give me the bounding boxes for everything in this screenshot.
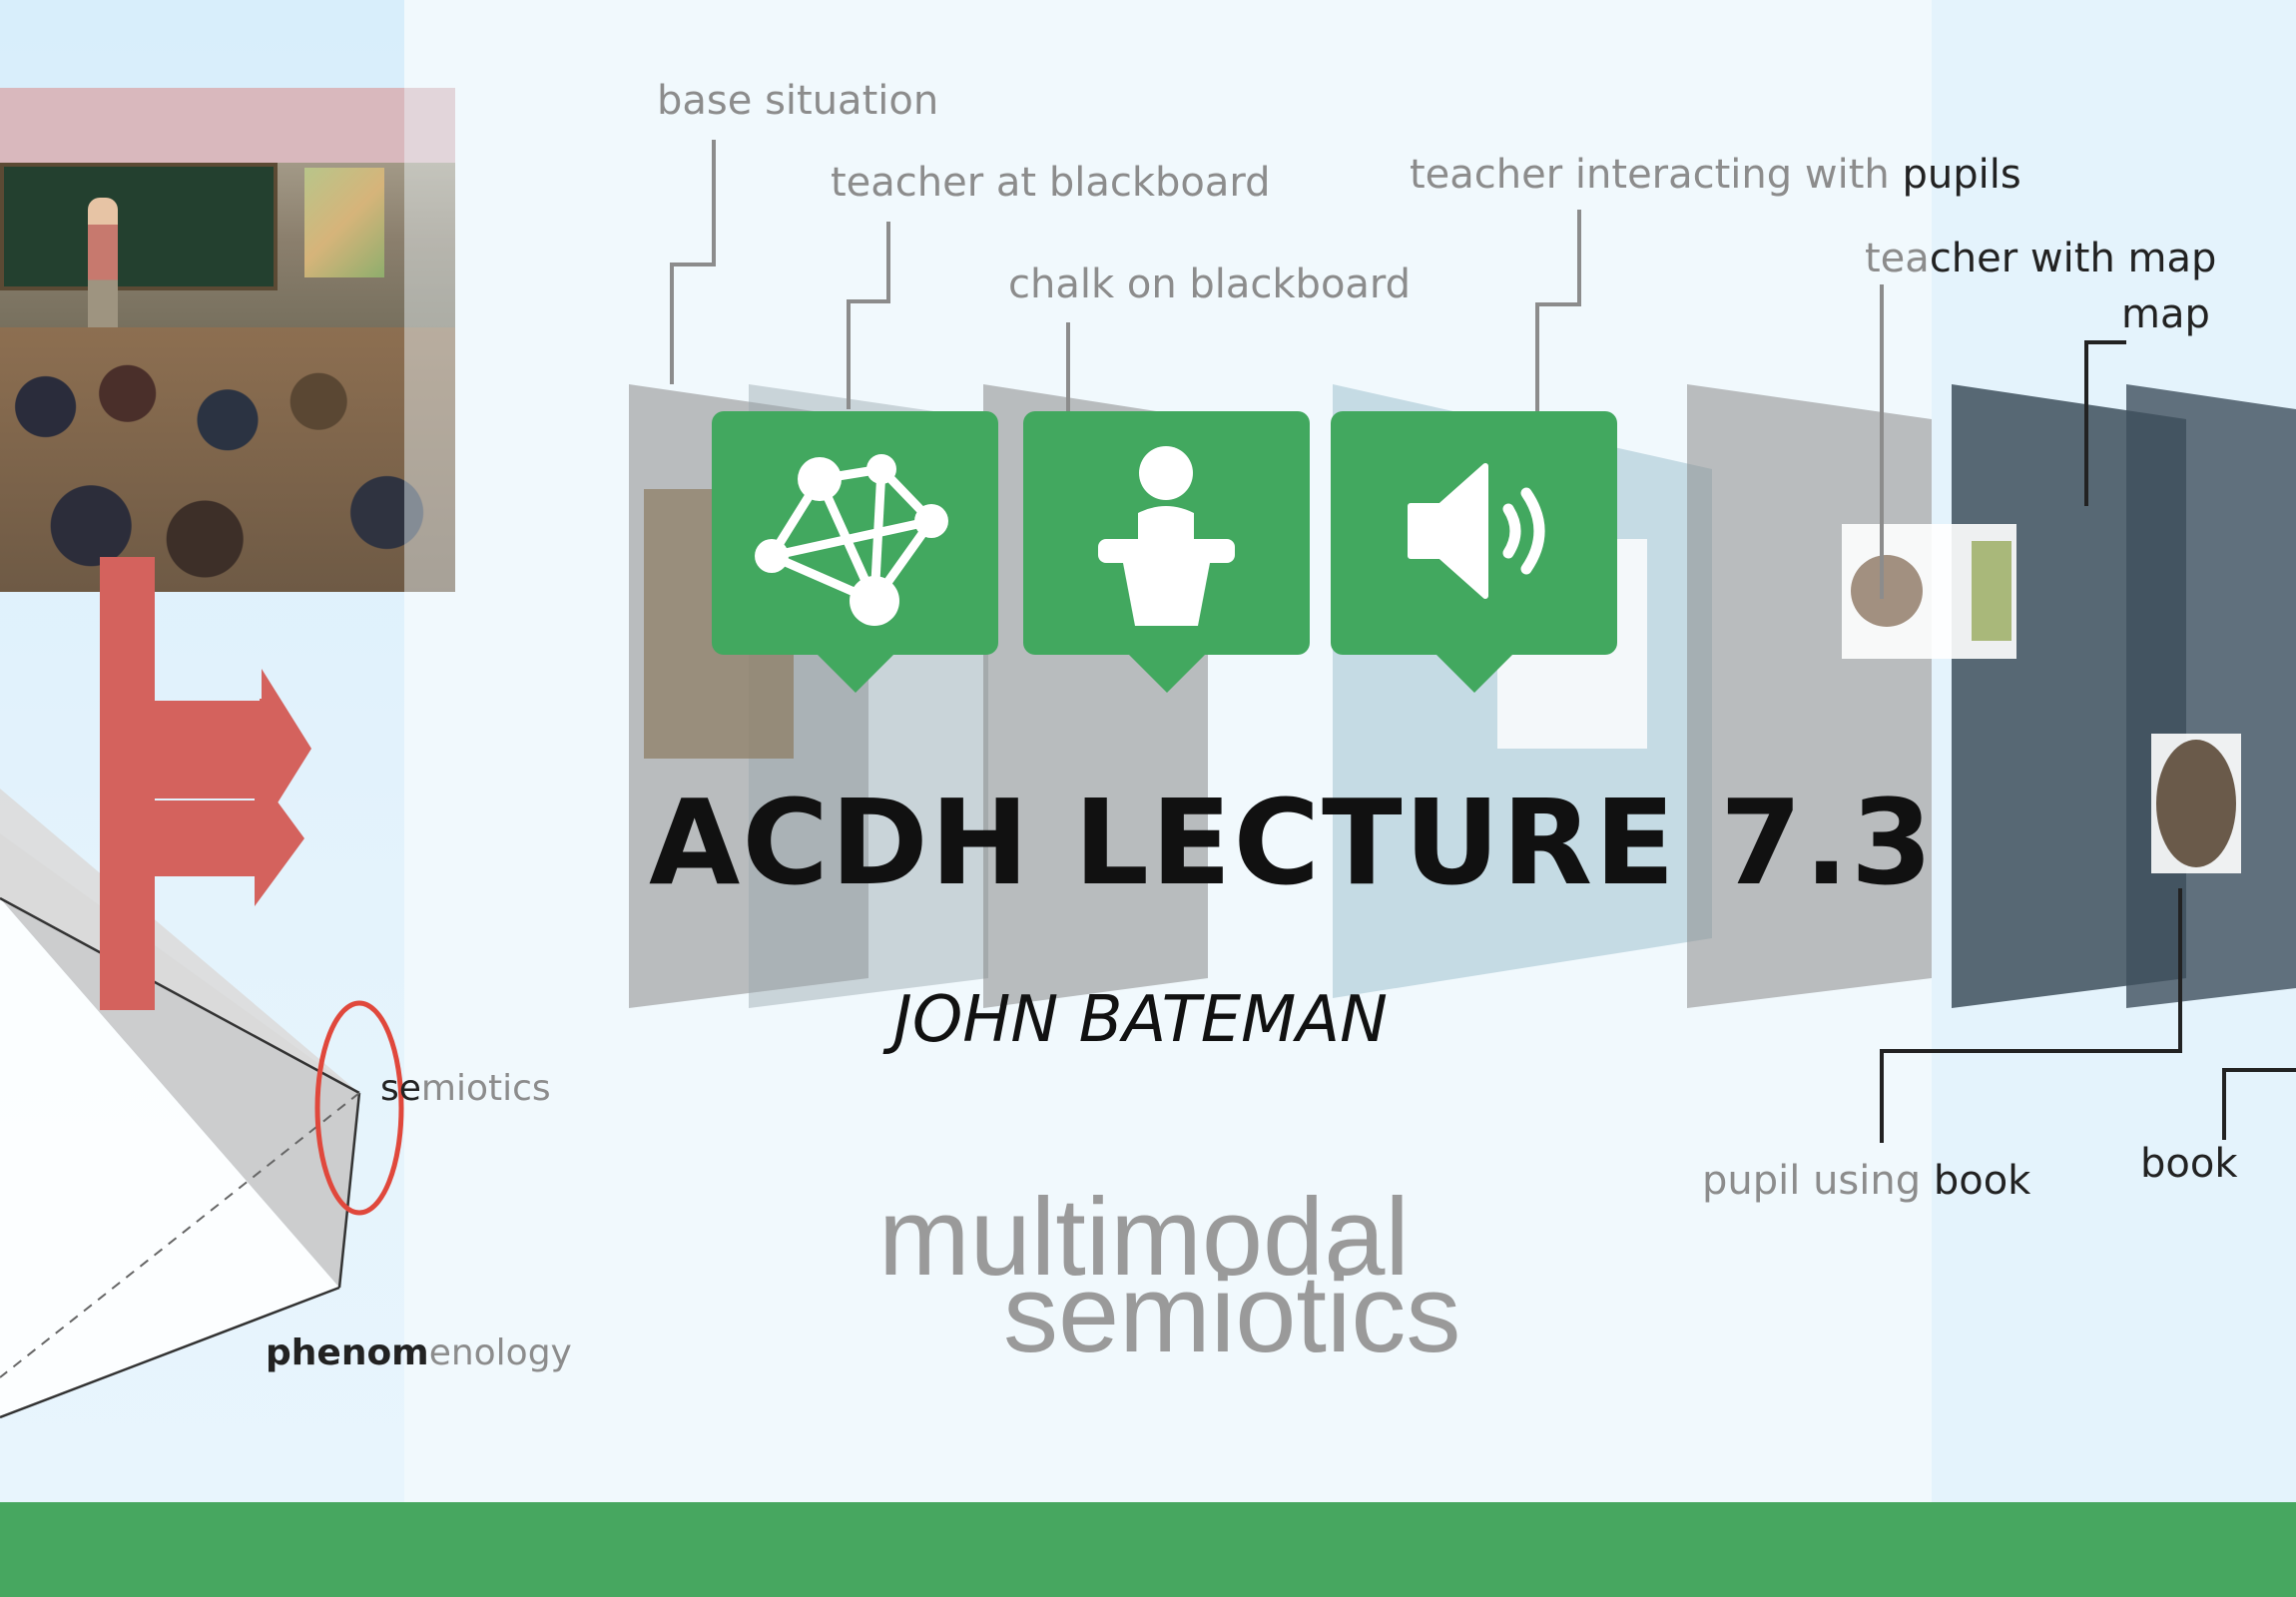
semiotics-label: semiotics: [380, 1068, 551, 1109]
speaker-icon-box: [1331, 411, 1617, 693]
semiotics-diagram: [0, 557, 404, 1419]
classroom-teacher: [88, 198, 118, 347]
classroom-wall: [0, 88, 455, 163]
phenomenology-label-dark: phenom: [266, 1332, 429, 1373]
label-pupil-using-book: pupil using book: [1702, 1158, 2030, 1204]
topic-line-2: semiotics: [1003, 1253, 1461, 1375]
label-teacher-with-map: teacher with map: [1865, 236, 2216, 281]
label-book: book: [2140, 1141, 2238, 1187]
classroom-map: [304, 168, 384, 277]
lectern-icon: [1098, 446, 1235, 626]
network-icon-box-tail: [817, 655, 893, 693]
teacher-thumbnail: [1851, 555, 1923, 627]
semiotics-label-dark: se: [380, 1068, 421, 1109]
semiotics-oval: [314, 1000, 404, 1216]
lectern-icon-box: [1023, 411, 1310, 693]
photo-fade: [404, 88, 455, 592]
label-teacher-interacting-text: teacher interacting with: [1410, 152, 1903, 198]
network-icon: [755, 454, 948, 626]
classroom-pupils: [0, 327, 455, 592]
lectern-icon-box-tail: [1128, 655, 1205, 693]
connector-book: [2222, 1068, 2296, 1140]
label-connectors: [670, 140, 2296, 1143]
speaker-icon: [1408, 463, 1545, 599]
classroom-photo: [0, 88, 455, 592]
connector-map: [2084, 340, 2126, 506]
diagram-edge-1: [0, 896, 360, 1095]
map-thumbnail: [1972, 541, 2011, 641]
label-pupil-using-book-bold: book: [1933, 1158, 2031, 1204]
label-map: map: [2121, 291, 2210, 337]
phenomenology-label-light: enology: [428, 1332, 572, 1373]
label-teacher-with-map-prefix: tea: [1865, 236, 1930, 281]
semiotics-label-light: miotics: [420, 1068, 551, 1109]
diagram-plane-light: [0, 898, 339, 1417]
label-pupil-using-prefix: pupil using: [1702, 1158, 1934, 1204]
phenomenology-label: phenomenology: [266, 1332, 572, 1373]
topic-line-1: multimodal: [878, 1176, 1410, 1299]
connector-base-situation: [670, 140, 716, 384]
classroom-blackboard: [0, 163, 278, 290]
footer-bar: [0, 1502, 2296, 1597]
connector-pupil-using-book: [1880, 888, 2182, 1143]
diagram-plane-top: [0, 789, 359, 1093]
label-teacher-interacting: teacher interacting with pupils: [1410, 152, 2021, 198]
connector-teacher-interacting: [1535, 210, 1581, 411]
speaker-icon-box-tail: [1435, 655, 1512, 693]
label-pupils: pupils: [1902, 152, 2021, 198]
label-teacher-at-blackboard: teacher at blackboard: [831, 160, 1271, 206]
author-name: JOHN BATEMAN: [893, 983, 1389, 1057]
pupil-thumbnail: [2156, 740, 2236, 867]
network-icon-box: [712, 411, 998, 693]
lecture-title: ACDH LECTURE 7.3: [649, 774, 1935, 911]
diagram-edge-dashed: [0, 1092, 360, 1378]
layer-frames: [629, 384, 2296, 1008]
diagram-edge-2: [337, 1092, 361, 1289]
connector-teacher-at-blackboard: [847, 222, 890, 409]
red-arrow-shape: [100, 557, 311, 1010]
label-base-situation: base situation: [657, 78, 939, 124]
label-teacher-with-map-rest: cher with map: [1929, 236, 2217, 281]
label-chalk-on-blackboard: chalk on blackboard: [1008, 262, 1412, 307]
diagram-edge-3: [0, 1286, 340, 1419]
